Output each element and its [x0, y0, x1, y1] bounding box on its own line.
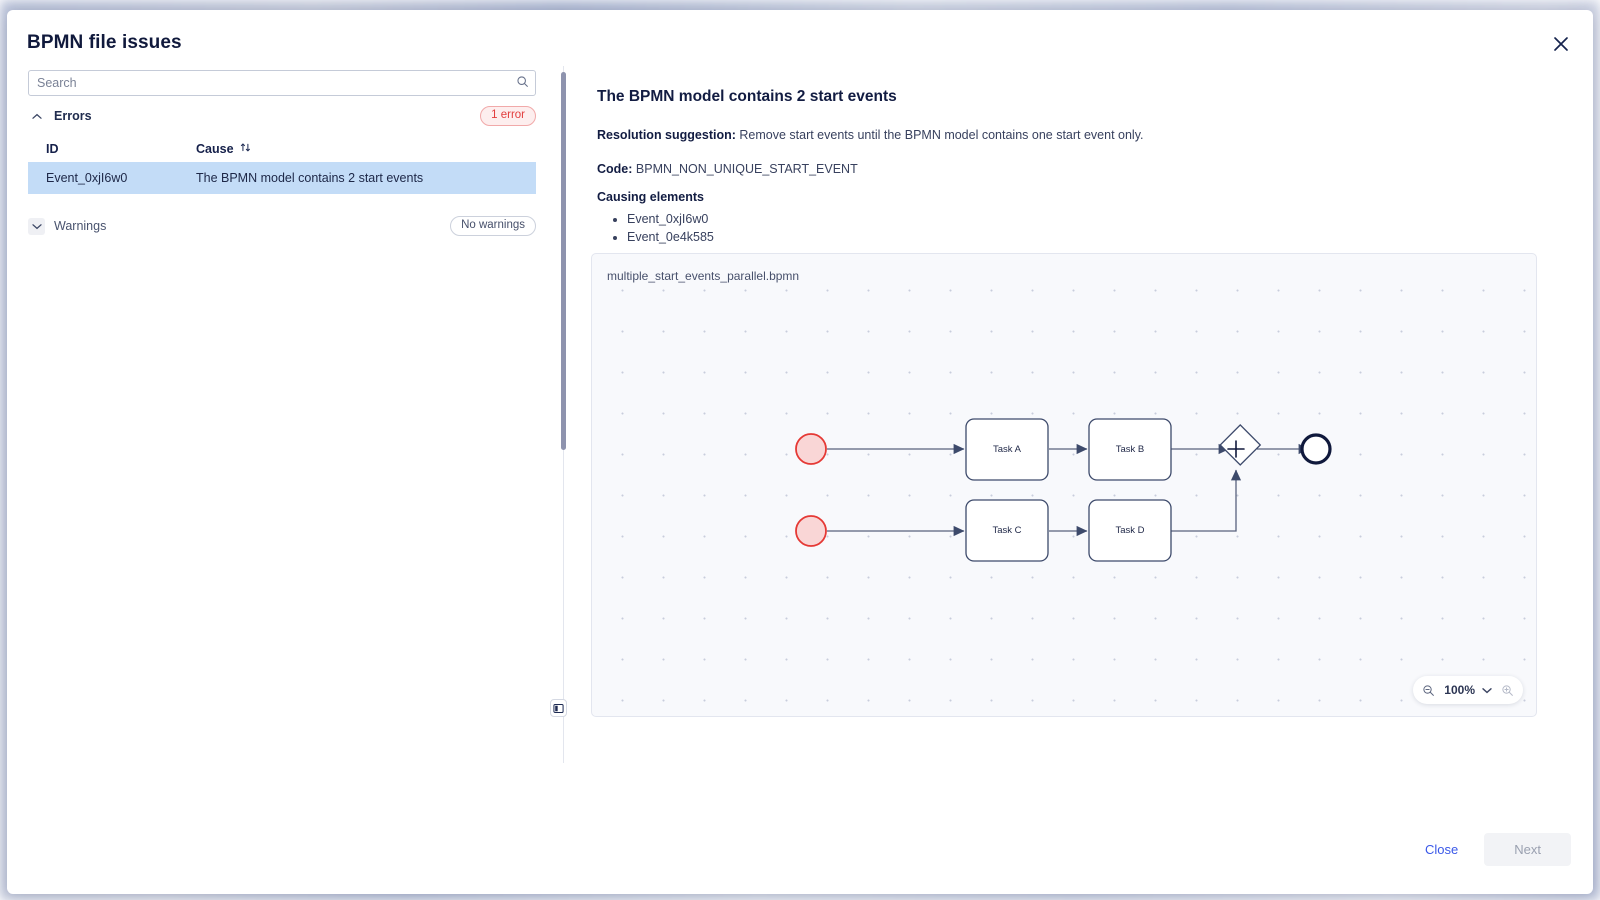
start-event-1[interactable]	[795, 433, 827, 465]
error-code-line: Code: BPMN_NON_UNIQUE_START_EVENT	[597, 162, 1557, 176]
issue-cause: The BPMN model contains 2 start events	[196, 171, 424, 185]
issue-detail-panel: The BPMN model contains 2 start events R…	[597, 88, 1557, 246]
svg-text:Task A: Task A	[993, 444, 1022, 455]
sequence-flows	[827, 443, 1310, 537]
error-count-badge: 1 error	[480, 105, 536, 127]
chevron-up-icon[interactable]	[28, 108, 45, 125]
chevron-down-icon[interactable]	[28, 217, 45, 235]
causing-elements-title: Causing elements	[597, 190, 704, 204]
search-field-wrapper	[28, 70, 536, 96]
end-event[interactable]	[1300, 433, 1332, 465]
section-warnings-header[interactable]: Warnings No warnings	[28, 212, 536, 240]
close-icon[interactable]	[1545, 28, 1577, 60]
zoom-level-select[interactable]: 100%	[1444, 683, 1492, 697]
resolution-label: Resolution suggestion:	[597, 128, 736, 142]
search-icon[interactable]	[516, 75, 529, 93]
diagram-filename: multiple_start_events_parallel.bpmn	[604, 268, 803, 284]
svg-text:Task B: Task B	[1116, 444, 1145, 455]
task-a[interactable]: Task A	[965, 418, 1049, 481]
task-b[interactable]: Task B	[1088, 418, 1172, 481]
list-item: Event_0e4k585	[627, 228, 1557, 246]
warning-count-badge: No warnings	[450, 215, 536, 237]
code-value: BPMN_NON_UNIQUE_START_EVENT	[635, 162, 858, 176]
section-errors-label: Errors	[54, 109, 92, 123]
zoom-control: 100%	[1413, 676, 1523, 704]
sidebar-toggle-icon[interactable]	[550, 699, 567, 717]
causing-elements-list: Event_0xjI6w0 Event_0e4k585	[597, 210, 1557, 246]
svg-text:Task D: Task D	[1115, 525, 1144, 536]
canvas-grid	[592, 254, 1536, 716]
svg-text:Task C: Task C	[992, 525, 1021, 536]
sort-updown-icon[interactable]	[240, 142, 251, 156]
table-row[interactable]: Event_0xjI6w0 The BPMN model contains 2 …	[28, 162, 536, 194]
column-header-id: ID	[46, 142, 59, 156]
panel-resize-handle[interactable]	[561, 72, 566, 450]
bpmn-diagram: Task A Task B Task C Task D	[795, 418, 1332, 562]
section-warnings-label: Warnings	[54, 219, 107, 233]
resolution-suggestion: Resolution suggestion: Remove start even…	[597, 128, 1557, 142]
page-title: BPMN file issues	[27, 32, 182, 53]
bpmn-issues-modal: BPMN file issues Errors 1 error ID	[7, 10, 1593, 894]
bpmn-canvas[interactable]: multiple_start_events_parallel.bpmn	[591, 253, 1537, 717]
modal-footer: Close Next	[1421, 833, 1571, 866]
task-d[interactable]: Task D	[1088, 499, 1172, 562]
list-item: Event_0xjI6w0	[627, 210, 1557, 228]
code-label: Code:	[597, 162, 633, 176]
issues-table-header: ID Cause	[28, 140, 536, 162]
section-errors-header[interactable]: Errors 1 error	[28, 102, 536, 130]
column-header-cause-label: Cause	[196, 142, 234, 156]
zoom-level-value: 100%	[1444, 683, 1475, 697]
detail-title: The BPMN model contains 2 start events	[597, 88, 897, 105]
issue-id: Event_0xjI6w0	[46, 171, 128, 185]
issues-sidebar: Errors 1 error ID Cause Event_0xjI6w0 Th…	[7, 62, 556, 762]
chevron-down-icon[interactable]	[1482, 683, 1492, 697]
column-header-cause[interactable]: Cause	[196, 142, 251, 156]
start-event-2[interactable]	[795, 515, 827, 547]
parallel-gateway[interactable]	[1219, 424, 1262, 466]
search-input[interactable]	[28, 70, 536, 96]
close-button[interactable]: Close	[1421, 836, 1462, 863]
zoom-out-icon[interactable]	[1422, 684, 1435, 697]
zoom-in-icon[interactable]	[1501, 684, 1514, 697]
resolution-text: Remove start events until the BPMN model…	[739, 128, 1144, 142]
task-c[interactable]: Task C	[965, 499, 1049, 562]
next-button[interactable]: Next	[1484, 833, 1571, 866]
